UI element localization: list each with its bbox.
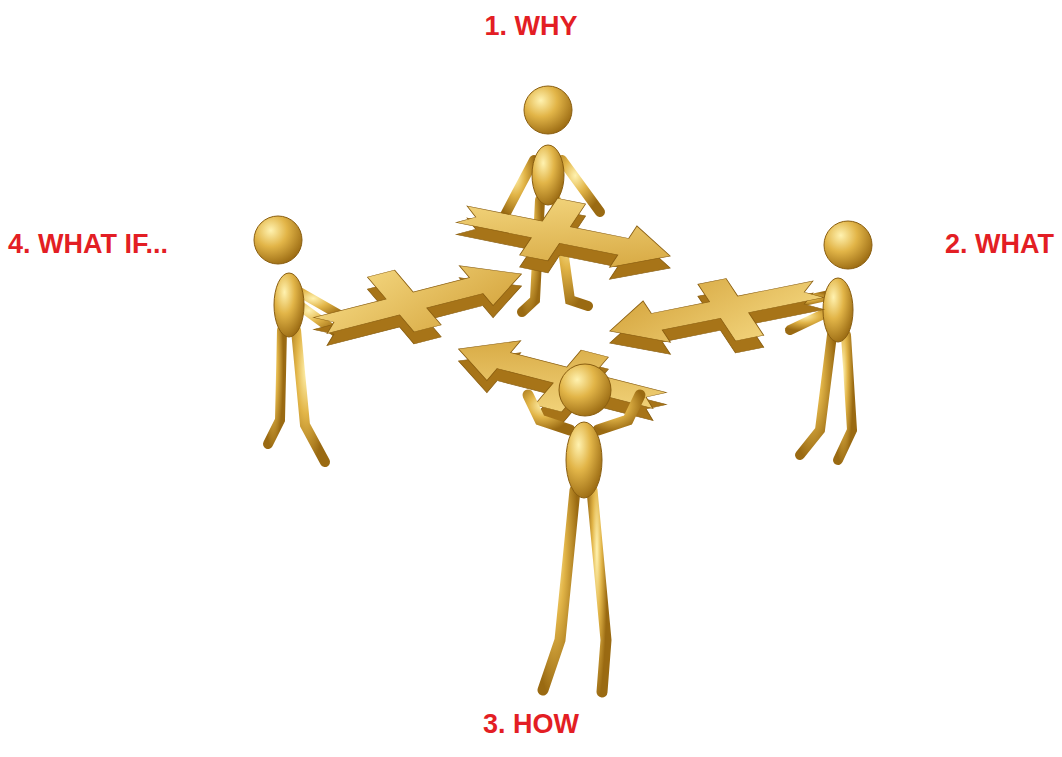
figure-top [505,86,600,312]
step-label: 1. WHY [484,12,577,42]
figure-bottom [528,364,640,692]
step-label: 3. HOW [483,710,579,740]
step-label: 2. WHAT [945,230,1054,260]
figure-right [785,221,872,460]
step-label: 4. WHAT IF... [8,230,168,260]
arrow-pieces [295,183,839,442]
